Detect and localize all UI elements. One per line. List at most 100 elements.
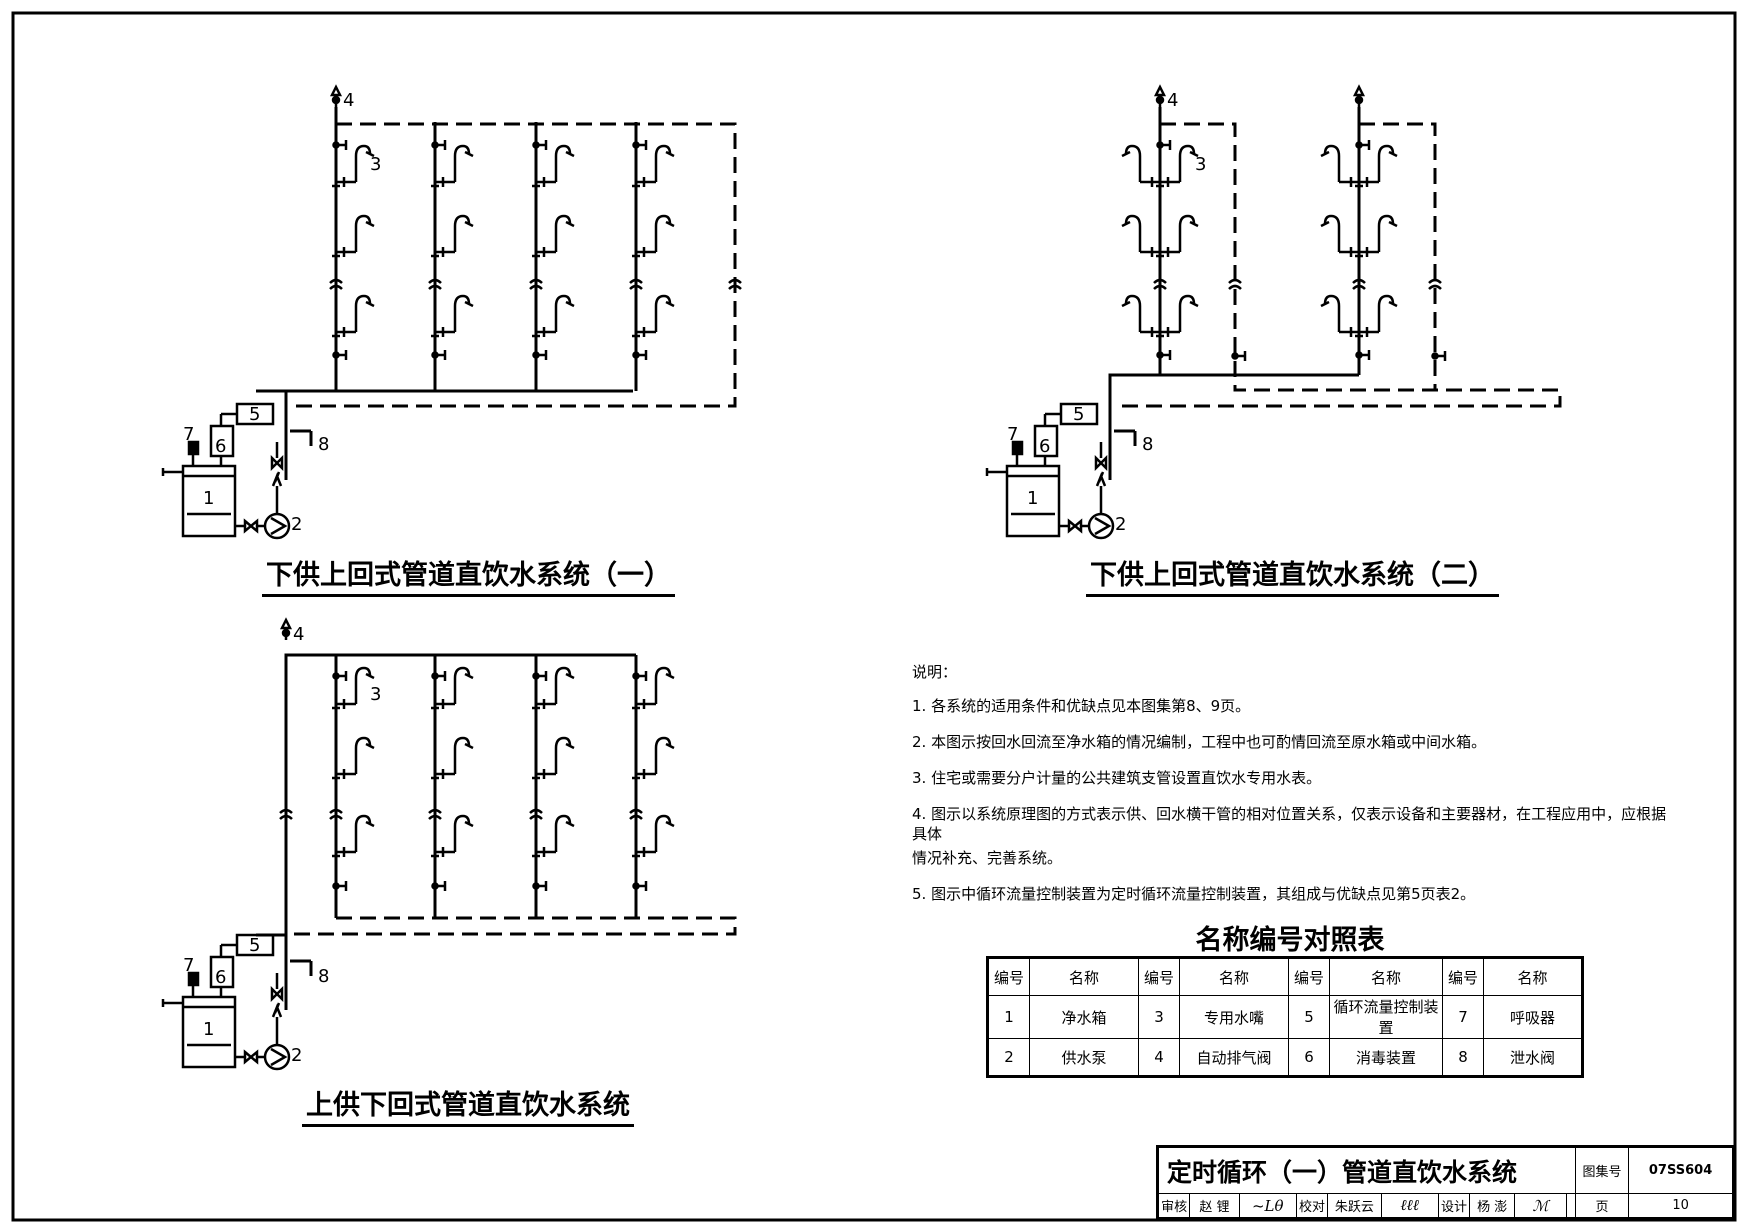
label-4: 4 (343, 90, 354, 111)
label-1: 1 (1027, 488, 1038, 509)
legend-row: 2 供水泵 4 自动排气阀 6 消毒装置 8 泄水阀 (987, 1038, 1583, 1077)
title-block: 定时循环（一）管道直饮水系统 图集号 07SS604 审核 赵 锂 ~Lθ 校对… (1156, 1145, 1735, 1220)
legend-cell: 2 (987, 1038, 1030, 1077)
valve-icon (431, 350, 447, 360)
gate-valve-icon (243, 518, 259, 534)
legend-cell: 7 (1442, 995, 1484, 1039)
reviewer-signature: ~Lθ (1238, 1193, 1297, 1219)
valve-icon (1355, 350, 1371, 360)
label-8: 8 (1142, 434, 1153, 455)
label-3: 3 (1195, 154, 1206, 175)
faucet-icon (1121, 144, 1160, 187)
valve-icon (532, 140, 548, 150)
label-7: 7 (183, 955, 194, 976)
note-item: 5. 图示中循环流量控制装置为定时循环流量控制装置，其组成与优缺点见第5页表2。 (912, 885, 1476, 903)
legend-header-cell: 名称 (1029, 957, 1139, 996)
faucet-icon (1156, 294, 1199, 338)
return-pipes (290, 916, 737, 936)
legend-header-cell: 编号 (1442, 957, 1484, 996)
clean-water-tank-icon (181, 995, 237, 1069)
faucet-icon (532, 666, 575, 710)
faucet-icon (431, 144, 474, 188)
diagram-lower-supply-upper-return-2 (1108, 107, 1562, 480)
legend-row: 1 净水箱 3 专用水嘴 5 循环流量控制装置 7 呼吸器 (987, 995, 1583, 1039)
valve-icon (532, 671, 548, 681)
label-7: 7 (183, 424, 194, 445)
legend-cell: 5 (1288, 995, 1330, 1039)
flow-control-device-icon (235, 933, 275, 957)
label-5: 5 (249, 935, 260, 956)
faucet-icon (431, 666, 474, 710)
faucet-icon (1156, 214, 1199, 258)
valve-icon (332, 350, 348, 360)
gate-valve-icon (270, 454, 284, 472)
valve-icon (1156, 140, 1172, 150)
note-item: 1. 各系统的适用条件和优缺点见本图集第8、9页。 (912, 697, 1251, 715)
faucet-icon (1320, 214, 1359, 257)
breather-icon (187, 971, 200, 987)
label-4: 4 (1167, 90, 1178, 111)
breather-icon (1011, 440, 1024, 456)
check-valve-icon (271, 1002, 283, 1018)
valve-icon (1355, 140, 1371, 150)
faucet-icon (431, 294, 474, 338)
valve-icon (431, 881, 447, 891)
faucet-icon (532, 736, 575, 780)
faucet-icon (431, 214, 474, 258)
label-4: 4 (293, 624, 304, 645)
faucet-icon (532, 294, 575, 338)
valve-icon (532, 350, 548, 360)
pipe-break-icon (329, 808, 343, 820)
drawing-title: 定时循环（一）管道直饮水系统 (1157, 1146, 1576, 1194)
legend-header-cell: 名称 (1179, 957, 1289, 996)
pipe-break-icon (629, 278, 643, 290)
page-number: 10 (1628, 1193, 1734, 1219)
equipment-group (161, 933, 291, 1071)
legend-table: 编号 名称 编号 名称 编号 名称 编号 名称 1 净水箱 3 专用水嘴 5 循… (986, 956, 1584, 1078)
legend-cell: 消毒装置 (1329, 1038, 1443, 1077)
pipe-break-icon (329, 278, 343, 290)
pipe-break-icon (529, 278, 543, 290)
valve-icon (632, 671, 648, 681)
legend-cell: 净水箱 (1029, 995, 1139, 1039)
supply-pipes (256, 107, 638, 480)
legend-cell: 呼吸器 (1483, 995, 1583, 1039)
legend-header-row: 编号 名称 编号 名称 编号 名称 编号 名称 (987, 957, 1583, 996)
page-label: 页 (1574, 1193, 1630, 1219)
legend-cell: 1 (987, 995, 1030, 1039)
valve-icon (332, 881, 348, 891)
legend-cell: 供水泵 (1029, 1038, 1139, 1077)
flow-control-device-icon (1059, 402, 1099, 426)
label-2: 2 (1115, 514, 1126, 535)
valve-icon (532, 881, 548, 891)
faucet-icon (332, 736, 375, 780)
pipe-break-icon (428, 278, 442, 290)
note-item-continued: 情况补充、完善系统。 (912, 849, 1063, 867)
air-release-valve-icon (279, 617, 293, 640)
legend-title: 名称编号对照表 (1195, 925, 1385, 956)
faucet-icon (1320, 294, 1359, 337)
legend-header-cell: 名称 (1329, 957, 1443, 996)
valve-icon (632, 881, 648, 891)
diagram-1-title: 下供上回式管道直饮水系统（一） (262, 553, 675, 597)
label-6: 6 (1039, 436, 1050, 457)
faucet-icon (1355, 214, 1398, 258)
label-2: 2 (291, 1045, 302, 1066)
legend-header-cell: 编号 (1288, 957, 1330, 996)
pipe-break-icon (428, 808, 442, 820)
note-item: 4. 图示以系统原理图的方式表示供、回水横干管的相对位置关系，仅表示设备和主要器… (912, 805, 1667, 843)
pipe-break-icon (629, 808, 643, 820)
faucet-icon (632, 294, 675, 338)
label-8: 8 (318, 434, 329, 455)
valve-icon (1156, 350, 1172, 360)
note-item: 3. 住宅或需要分户计量的公共建筑支管设置直饮水专用水表。 (912, 769, 1322, 787)
atlas-number: 07SS604 (1628, 1146, 1734, 1194)
faucet-icon (1320, 144, 1359, 187)
label-3: 3 (370, 154, 381, 175)
checker-signature: ℓℓℓ (1380, 1193, 1439, 1219)
pipe-break-icon (728, 278, 742, 290)
label-8: 8 (318, 966, 329, 987)
label-6: 6 (215, 967, 226, 988)
